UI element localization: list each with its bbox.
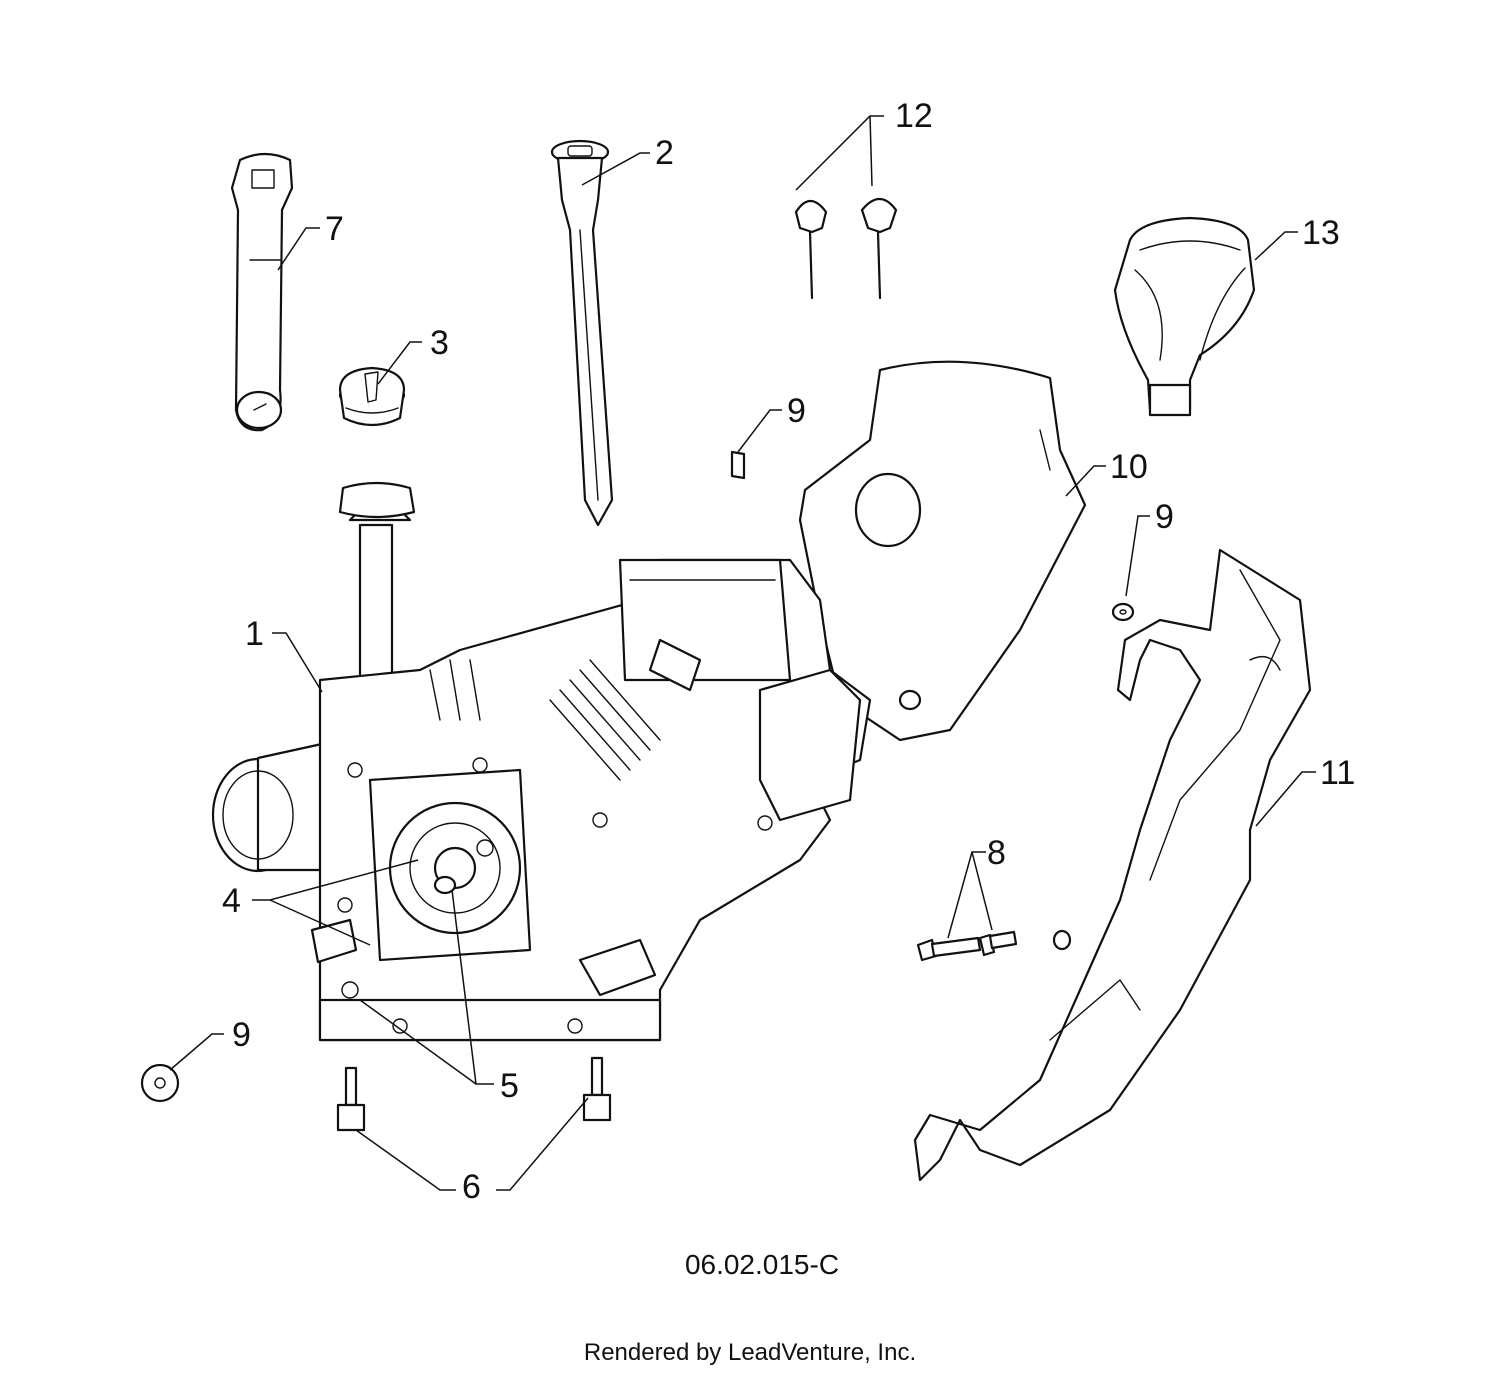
callout-3: 3 (430, 324, 449, 362)
part-7-wrench (230, 152, 294, 432)
callout-4: 4 (222, 882, 241, 920)
part-8-bolts (916, 930, 1018, 962)
part-9-small-pin (730, 450, 746, 480)
callout-5: 5 (500, 1067, 519, 1105)
part-2-dipstick (550, 139, 614, 527)
callout-9-left: 9 (232, 1016, 251, 1054)
callout-labels: 12 2 7 13 3 9 10 9 1 11 8 4 9 5 6 (222, 97, 1355, 1206)
part-9-washer-right (1111, 602, 1135, 622)
leader-lines (169, 115, 1316, 1191)
callout-10: 10 (1110, 448, 1148, 486)
credit-line: Rendered by LeadVenture, Inc. (584, 1339, 916, 1366)
callout-1: 1 (245, 615, 264, 653)
callout-7: 7 (325, 210, 344, 248)
callout-12: 12 (895, 97, 933, 135)
callout-13: 13 (1302, 214, 1340, 252)
part-10-shield (798, 360, 1087, 742)
part-9-washer-left (140, 1063, 180, 1103)
part-13-handle (1113, 216, 1256, 417)
part-3-cap (338, 366, 406, 427)
part-11-cover (913, 548, 1312, 1182)
part-12-pins (794, 197, 898, 300)
callout-9-top: 9 (787, 392, 806, 430)
drawing-number: 06.02.015-C (685, 1249, 839, 1280)
callout-6: 6 (462, 1168, 481, 1206)
part-6-bolts (336, 1056, 612, 1132)
callout-2: 2 (655, 134, 674, 172)
callout-8: 8 (987, 834, 1006, 872)
part-1-engine (211, 481, 872, 1042)
callout-9-right: 9 (1155, 498, 1174, 536)
callout-11: 11 (1320, 754, 1355, 792)
